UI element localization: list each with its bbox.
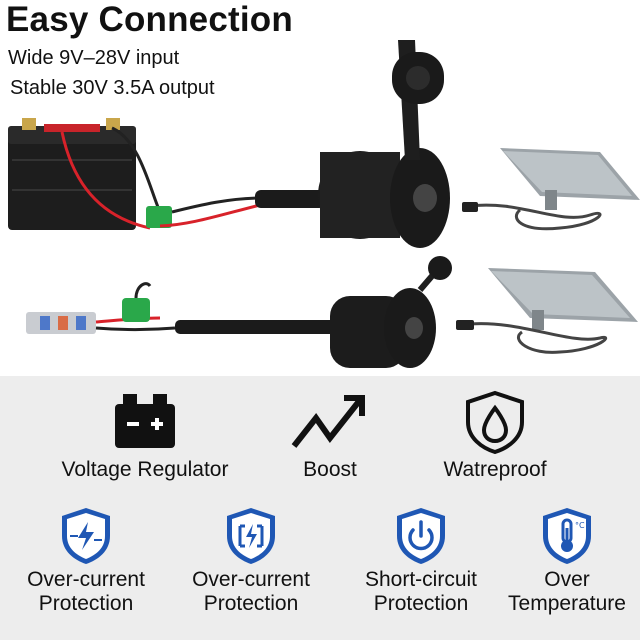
feature-over-current-1: Over-current Protection bbox=[6, 506, 166, 616]
output-spec-text: Stable 30V 3.5A output bbox=[10, 77, 215, 99]
boost-arrow-icon bbox=[270, 390, 390, 454]
thermometer-shield-icon: °C bbox=[494, 506, 640, 566]
power-shield-icon bbox=[346, 506, 496, 566]
input-range-text: Wide 9V–28V input bbox=[8, 47, 180, 69]
feature-label: Watreproof bbox=[443, 458, 547, 481]
feature-label-line1: Over-current bbox=[192, 568, 310, 591]
feature-label: Voltage Regulator bbox=[61, 458, 229, 481]
feature-voltage-regulator: Voltage Regulator bbox=[40, 390, 250, 482]
solar-panel-top-image bbox=[462, 148, 640, 231]
feature-label-line2: Temperature bbox=[508, 592, 626, 615]
battery-icon bbox=[40, 390, 250, 450]
fuse-icon bbox=[146, 206, 172, 228]
current-shield-icon bbox=[176, 506, 326, 566]
socket-top-image bbox=[318, 40, 450, 248]
celsius-unit: °C bbox=[575, 521, 585, 530]
feature-label-line2: Protection bbox=[373, 592, 469, 615]
feature-over-temperature: °C Over Temperature bbox=[494, 506, 640, 616]
feature-label-line1: Short-circuit bbox=[364, 568, 478, 591]
feature-over-current-2: Over-current Protection bbox=[176, 506, 326, 616]
lightning-shield-icon bbox=[6, 506, 166, 566]
feature-boost: Boost bbox=[270, 390, 390, 482]
page-title: Easy Connection bbox=[6, 0, 293, 39]
feature-label-line1: Over-current bbox=[27, 568, 145, 591]
feature-label-line2: Protection bbox=[38, 592, 134, 615]
solar-panel-bottom-image bbox=[456, 268, 638, 354]
product-illustration bbox=[8, 40, 640, 368]
connector-clip-image bbox=[26, 312, 96, 334]
features-panel: Voltage Regulator Boost Watreproof bbox=[0, 376, 640, 640]
water-drop-shield-icon bbox=[410, 390, 580, 454]
feature-label-line1: Over bbox=[544, 568, 590, 591]
feature-waterproof: Watreproof bbox=[410, 390, 580, 482]
feature-label: Boost bbox=[303, 458, 357, 481]
feature-label-line2: Protection bbox=[203, 592, 299, 615]
feature-short-circuit: Short-circuit Protection bbox=[346, 506, 496, 616]
battery-image bbox=[8, 118, 136, 230]
socket-bottom-image bbox=[330, 256, 452, 368]
